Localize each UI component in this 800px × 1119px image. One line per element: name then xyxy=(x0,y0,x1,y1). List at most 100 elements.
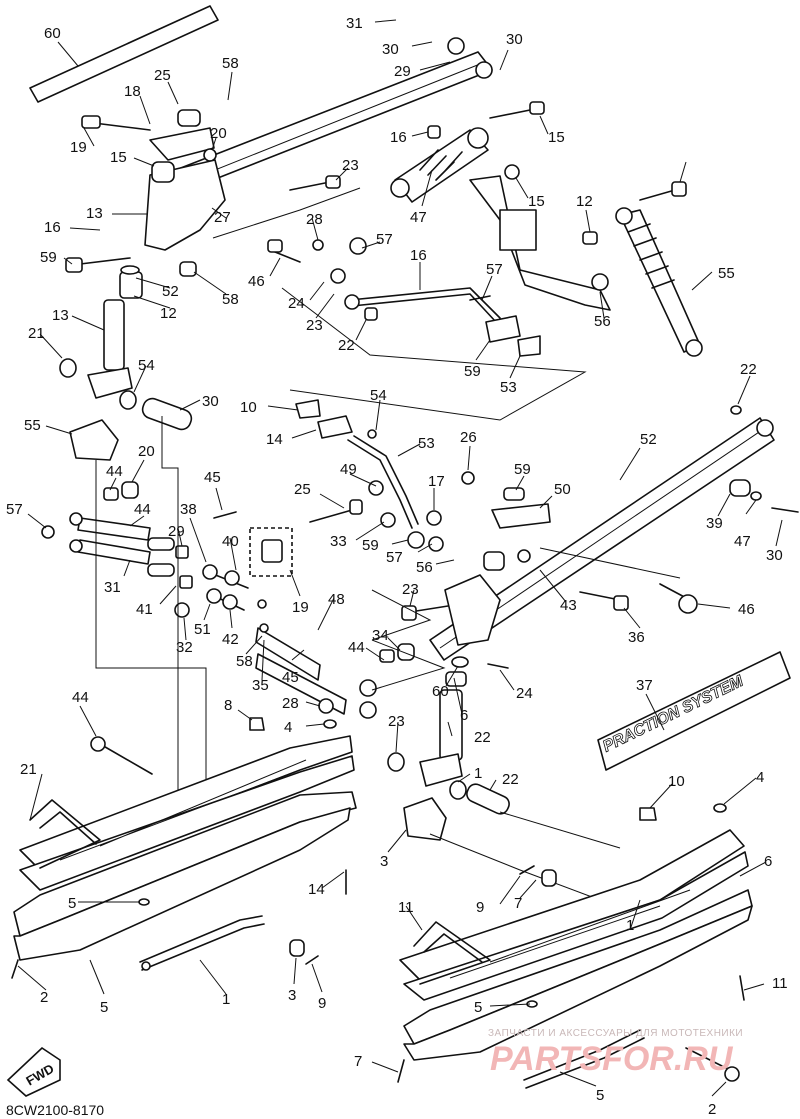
callout-25: 59 xyxy=(514,461,531,478)
callout-8: 2 xyxy=(708,1101,716,1118)
steering-column-21-lower xyxy=(387,671,510,841)
callout-56: 57 xyxy=(386,549,403,566)
grouping-lines-upper xyxy=(212,187,587,421)
callout-6: 4 xyxy=(284,719,292,736)
callout-29: 29 xyxy=(394,63,411,80)
shock-12-right xyxy=(582,181,703,357)
callout-10: 22 xyxy=(502,771,519,788)
shock-bracket-13 xyxy=(469,164,611,311)
fwd-arrow-icon: FWD xyxy=(6,1046,61,1097)
callout-20: 20 xyxy=(210,125,227,142)
callout-11: 9 xyxy=(476,899,484,916)
callout-30: 47 xyxy=(734,533,751,550)
callout-49: 45 xyxy=(204,469,221,486)
decal-text: PRACTION SYSTEM xyxy=(600,673,746,756)
callout-5: 14 xyxy=(308,881,325,898)
callout-45: 44 xyxy=(348,639,365,656)
callout-47: 56 xyxy=(416,559,433,576)
callout-56: 23 xyxy=(306,317,323,334)
callout-57: 28 xyxy=(306,211,323,228)
callout-29: 39 xyxy=(706,515,723,532)
callout-57: 17 xyxy=(428,473,445,490)
callout-44: 20 xyxy=(138,443,155,460)
callout-58: 46 xyxy=(248,273,265,290)
tie-rod-52-upper xyxy=(267,237,541,357)
callout-1: 11 xyxy=(398,899,414,916)
callout-28: 16 xyxy=(44,219,61,236)
callout-10: 30 xyxy=(202,393,219,410)
callout-5: 2 xyxy=(40,989,48,1006)
callout-7: 5 xyxy=(474,999,482,1016)
callout-36: 42 xyxy=(222,631,239,648)
callout-60: 37 xyxy=(636,677,653,694)
callout-30: 30 xyxy=(382,41,399,58)
leader-lines xyxy=(17,19,783,1097)
ski-left xyxy=(11,717,357,979)
callout-44: 34 xyxy=(372,627,389,644)
callout-22: 54 xyxy=(138,357,155,374)
callout-46: 59 xyxy=(40,249,57,266)
watermark-logo: PARTSFOR.RU xyxy=(490,1040,734,1078)
callout-3: 5 xyxy=(100,999,108,1016)
callout-1: 21 xyxy=(20,761,37,778)
callout-2: 1 xyxy=(626,917,634,934)
callout-35: 45 xyxy=(282,669,299,686)
callout-57: 24 xyxy=(288,295,305,312)
callout-23: 6 xyxy=(460,707,468,724)
callout-31: 31 xyxy=(346,15,363,32)
callout-26: 52 xyxy=(640,431,657,448)
steering-arm-upper xyxy=(65,109,226,299)
callout-24: 52 xyxy=(162,283,179,300)
callout-17: 50 xyxy=(554,481,571,498)
callout-22: 1 xyxy=(474,765,482,782)
callout-53: 59 xyxy=(464,363,481,380)
callout-23: 12 xyxy=(160,305,177,322)
callout-41: 31 xyxy=(104,579,121,596)
callout-3: 6 xyxy=(764,853,772,870)
steering-arm-lower xyxy=(401,471,698,669)
callout-59: 57 xyxy=(376,231,393,248)
callout-45: 44 xyxy=(106,463,123,480)
callout-19: 19 xyxy=(70,139,87,156)
callout-13: 56 xyxy=(594,313,611,330)
callout-48: 19 xyxy=(292,599,309,616)
callout-labels: 60 31 30 30 29 25 58 18 19 20 16 15 15 2… xyxy=(6,15,788,1118)
callout-16: 12 xyxy=(576,193,593,210)
callout-23: 43 xyxy=(560,597,577,614)
callout-40: 29 xyxy=(168,523,185,540)
callout-19: 46 xyxy=(738,601,755,618)
grouping-lines-center xyxy=(95,416,621,901)
decal-60-lower: PRACTION SYSTEM xyxy=(597,651,791,771)
callout-53: 14 xyxy=(266,431,283,448)
callout-58: 36 xyxy=(628,629,645,646)
callout-14: 3 xyxy=(380,853,388,870)
callout-12: 55 xyxy=(718,265,735,282)
callout-43: 41 xyxy=(136,601,153,618)
callout-24: 60 xyxy=(432,683,449,700)
callout-21: 13 xyxy=(52,307,69,324)
callout-2: 1 xyxy=(222,991,230,1008)
callout-22: 23 xyxy=(388,713,405,730)
callout-7: 5 xyxy=(68,895,76,912)
callout-21: 22 xyxy=(474,729,491,746)
callout-23: 15 xyxy=(110,149,127,166)
callout-14: 55 xyxy=(24,417,41,434)
callout-8: 44 xyxy=(72,689,89,706)
callout-47: 27 xyxy=(214,209,231,226)
callout-6: 4 xyxy=(756,769,764,786)
callout-5: 7 xyxy=(354,1053,362,1070)
callout-15: 15 xyxy=(548,129,565,146)
callout-44: 28 xyxy=(282,695,299,712)
callout-2: 5 xyxy=(596,1087,604,1104)
callout-12: 47 xyxy=(410,209,427,226)
callout-60: 60 xyxy=(44,25,61,42)
callout-25: 25 xyxy=(154,67,171,84)
callout-9: 3 xyxy=(288,987,296,1004)
callout-58: 58 xyxy=(222,55,239,72)
callout-32: 48 xyxy=(328,591,345,608)
callout-16: 16 xyxy=(390,129,407,146)
callout-39: 38 xyxy=(180,501,197,518)
suspension-rods xyxy=(41,481,415,719)
